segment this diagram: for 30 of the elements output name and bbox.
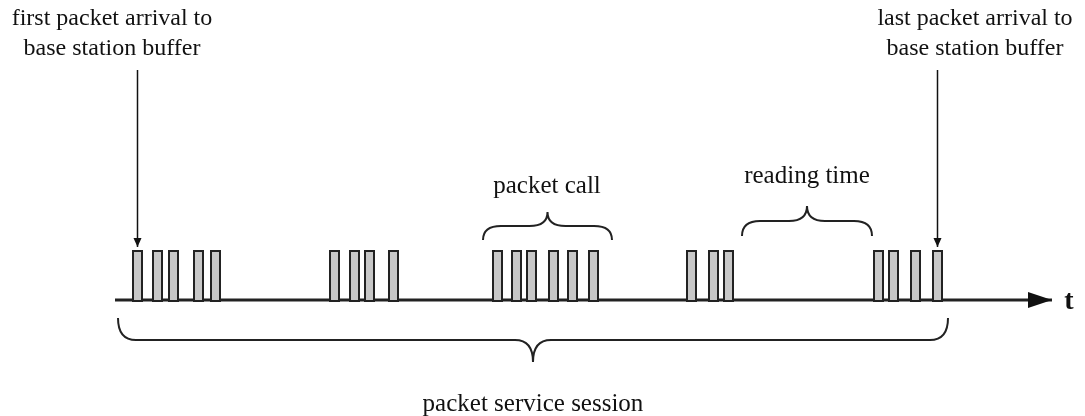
packet-bar xyxy=(723,250,734,302)
annotation-text: last packet arrival to base station buffer xyxy=(867,2,1083,62)
packet-bar xyxy=(210,250,221,302)
packet-bar xyxy=(511,250,522,302)
packet-bar xyxy=(526,250,537,302)
arrow xyxy=(133,69,142,248)
packet-bar xyxy=(168,250,179,302)
span-label: reading time xyxy=(744,160,870,190)
packet-bar xyxy=(364,250,375,302)
packet-bar xyxy=(492,250,503,302)
packet-bar xyxy=(567,250,578,302)
packet-bar xyxy=(132,250,143,302)
span-label: packet call xyxy=(493,170,601,200)
packet-bar xyxy=(910,250,921,302)
axis-label: t xyxy=(1064,285,1074,315)
packet-bar xyxy=(349,250,360,302)
packet-bar xyxy=(152,250,163,302)
packet-bar xyxy=(329,250,340,302)
packet-bar xyxy=(686,250,697,302)
packet-bar xyxy=(932,250,943,302)
span-label: packet service session xyxy=(422,388,644,416)
packet-bar xyxy=(388,250,399,302)
annotation-text: first packet arrival to base station buffer xyxy=(4,2,220,62)
packet-bar xyxy=(873,250,884,302)
packet-bar xyxy=(193,250,204,302)
packet-bar xyxy=(708,250,719,302)
packet-bar xyxy=(548,250,559,302)
arrow xyxy=(933,69,942,248)
packet-bar xyxy=(888,250,899,302)
packet-bar xyxy=(588,250,599,302)
